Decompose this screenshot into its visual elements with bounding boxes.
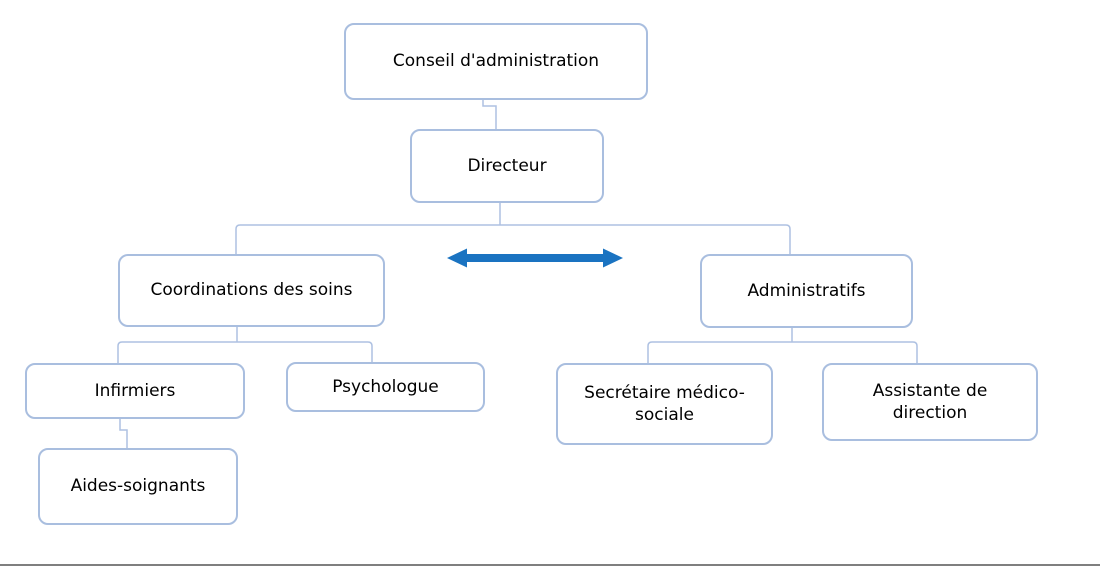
connector xyxy=(117,327,373,363)
node-secretaire-medico-sociale: Secrétaire médico- sociale xyxy=(556,363,773,445)
node-conseil-administration-label: Conseil d'administration xyxy=(392,51,600,72)
page-bottom-divider xyxy=(0,564,1100,566)
node-coordinations-des-soins: Coordinations des soins xyxy=(118,254,385,327)
node-aides-soignants: Aides-soignants xyxy=(38,448,238,525)
node-assistante-de-direction-label: Assistante de direction xyxy=(872,380,988,423)
node-infirmiers: Infirmiers xyxy=(25,363,245,419)
node-directeur-label: Directeur xyxy=(467,155,547,176)
node-aides-soignants-label: Aides-soignants xyxy=(70,476,206,497)
node-psychologue-label: Psychologue xyxy=(332,376,439,397)
connector xyxy=(235,203,791,254)
node-secretaire-medico-sociale-label: Secrétaire médico- sociale xyxy=(584,382,745,425)
node-directeur: Directeur xyxy=(410,129,604,203)
node-coordinations-des-soins-label: Coordinations des soins xyxy=(150,280,353,301)
node-conseil-administration: Conseil d'administration xyxy=(344,23,648,100)
connector xyxy=(647,328,918,363)
connector xyxy=(482,100,497,129)
node-psychologue: Psychologue xyxy=(286,362,485,412)
node-assistante-de-direction: Assistante de direction xyxy=(822,363,1038,441)
connector xyxy=(119,419,128,448)
node-infirmiers-label: Infirmiers xyxy=(94,380,176,401)
bidirectional-arrow-icon xyxy=(447,248,623,268)
node-administratifs: Administratifs xyxy=(700,254,913,328)
node-administratifs-label: Administratifs xyxy=(747,280,866,301)
